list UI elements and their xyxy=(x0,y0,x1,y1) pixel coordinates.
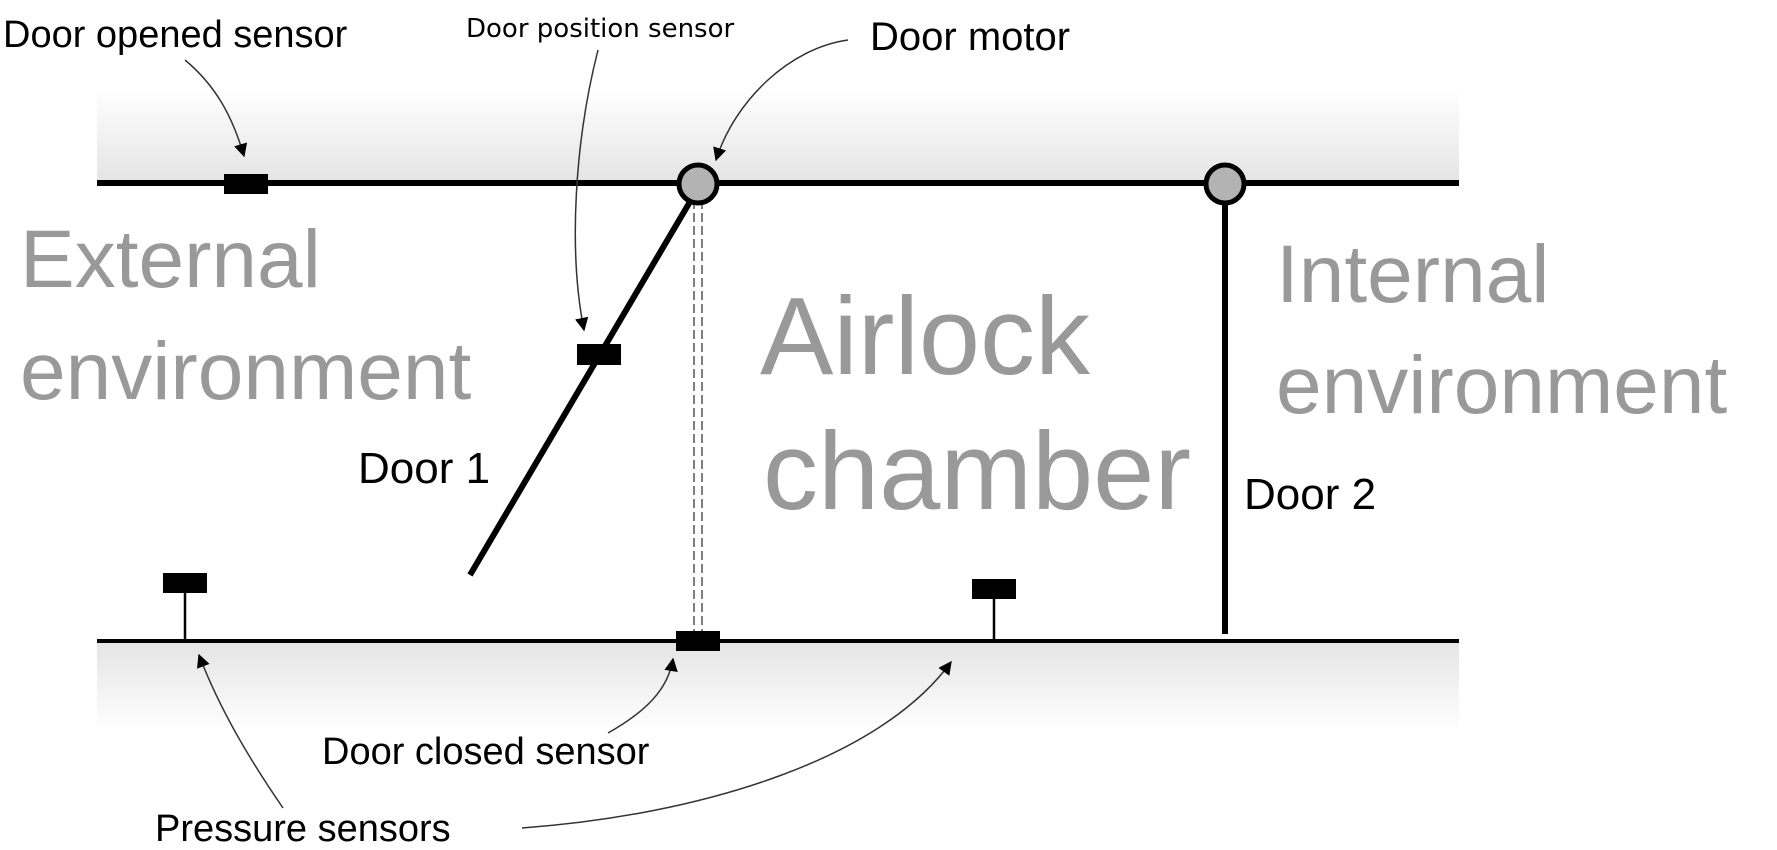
door-position-sensor xyxy=(577,344,621,365)
door-closed-sensor-arrow xyxy=(607,657,678,734)
pressure-sensors-arrow-left xyxy=(197,653,284,809)
label-door-position-sensor: Door position sensor xyxy=(466,14,735,44)
door-position-sensor-arrow xyxy=(574,49,599,332)
label-door-1: Door 1 xyxy=(358,444,490,493)
label-door-motor: Door motor xyxy=(870,15,1070,59)
door-motor-arrow xyxy=(713,39,849,162)
label-door-opened-sensor: Door opened sensor xyxy=(3,14,348,56)
region-external-line1: External xyxy=(20,214,321,305)
label-pressure-sensors: Pressure sensors xyxy=(155,808,451,850)
top-wall-shading xyxy=(97,88,1459,183)
region-airlock-line1: Airlock xyxy=(760,275,1091,398)
door-closed-sensor xyxy=(676,631,720,651)
bottom-wall-shading xyxy=(97,641,1459,731)
pressure-sensors-arrow-right xyxy=(521,660,952,829)
label-door-2: Door 2 xyxy=(1244,470,1376,519)
pressure-sensor-airlock xyxy=(972,579,1016,641)
region-internal-line2: environment xyxy=(1276,340,1727,431)
door-opened-sensor-arrow xyxy=(184,59,248,158)
label-door-closed-sensor: Door closed sensor xyxy=(322,731,650,773)
region-airlock-line2: chamber xyxy=(763,410,1191,533)
region-internal-line1: Internal xyxy=(1276,229,1550,320)
door-1-motor xyxy=(676,162,720,206)
pressure-sensor-external xyxy=(163,573,207,641)
region-external-line2: environment xyxy=(20,326,471,417)
door-1 xyxy=(467,198,694,577)
door-opened-sensor xyxy=(224,174,268,194)
door-2-motor xyxy=(1203,162,1247,206)
